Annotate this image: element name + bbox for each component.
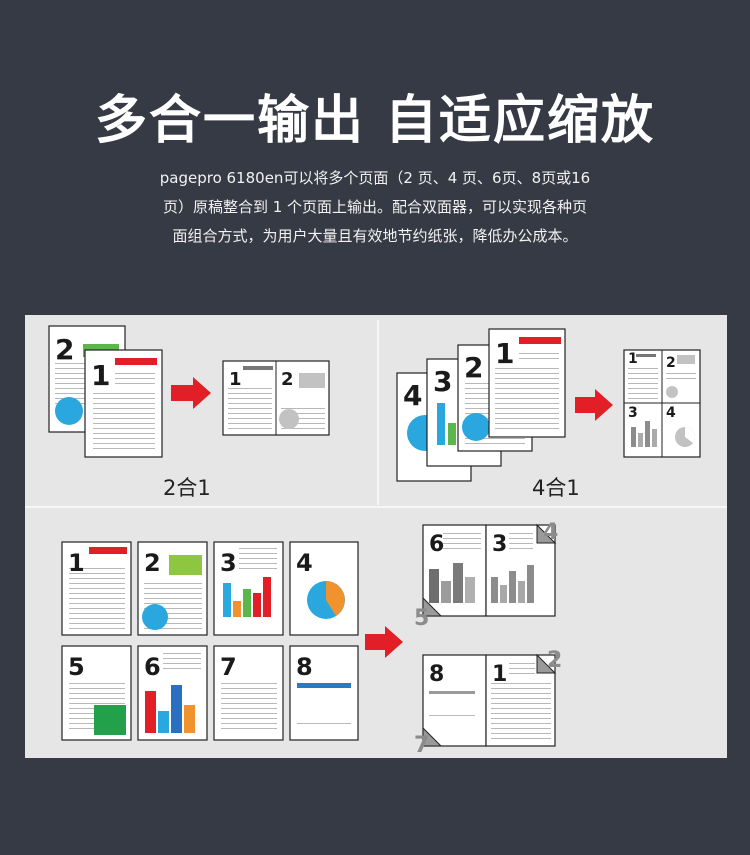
two-in-one-label: 2合1 <box>163 476 211 500</box>
combined-sheet-two-up: 1 2 <box>222 360 330 436</box>
source-page-1-four: 1 <box>488 328 566 438</box>
eight-source-page-4: 4 <box>289 541 359 636</box>
eight-source-page-7: 7 <box>213 645 284 741</box>
svg-text:6: 6 <box>144 653 161 681</box>
eight-source-page-2: 2 <box>137 541 208 636</box>
svg-text:3: 3 <box>433 365 452 398</box>
svg-text:5: 5 <box>68 653 85 681</box>
four-in-one-diagram: 4 3 2 1 <box>396 328 701 500</box>
arrow-icon <box>171 377 211 409</box>
arrow-icon <box>365 626 403 658</box>
svg-text:4: 4 <box>666 405 676 421</box>
svg-text:2: 2 <box>464 351 483 384</box>
svg-text:2: 2 <box>547 648 562 673</box>
duplex-sheet-back: 8 1 2 7 <box>414 648 562 758</box>
svg-text:2: 2 <box>281 369 294 390</box>
eight-source-page-6: 6 <box>137 645 208 741</box>
arrow-icon <box>575 389 613 421</box>
svg-text:4: 4 <box>296 549 313 577</box>
svg-text:8: 8 <box>429 662 444 687</box>
svg-text:4: 4 <box>403 379 422 412</box>
description: pagepro 6180en可以将多个页面（2 页、4 页、6页、8页或16 页… <box>95 164 655 251</box>
svg-text:1: 1 <box>628 351 638 367</box>
svg-text:3: 3 <box>220 549 237 577</box>
multi-page-illustration: 2 1 1 2 2合1 4 <box>25 320 727 758</box>
svg-text:7: 7 <box>414 733 429 758</box>
svg-text:7: 7 <box>220 653 237 681</box>
duplex-sheet-front: 6 3 4 5 <box>414 520 558 631</box>
svg-text:8: 8 <box>296 653 313 681</box>
four-in-one-label: 4合1 <box>532 476 580 500</box>
page-title: 多合一输出 自适应缩放 <box>94 91 656 151</box>
svg-text:2: 2 <box>144 549 161 577</box>
svg-text:1: 1 <box>229 369 242 390</box>
svg-text:3: 3 <box>492 532 507 557</box>
source-page-1: 1 <box>84 349 163 458</box>
eight-page-duplex-diagram: 1 2 3 4 5 <box>61 520 562 758</box>
eight-source-page-8: 8 <box>289 645 359 741</box>
description-line-2: 页）原稿整合到 1 个页面上输出。配合双面器，可以实现各种页 <box>162 198 588 216</box>
svg-text:2: 2 <box>666 355 676 371</box>
svg-text:3: 3 <box>628 405 638 421</box>
eight-source-page-1: 1 <box>61 541 132 636</box>
svg-text:6: 6 <box>429 532 444 557</box>
svg-text:5: 5 <box>414 606 429 631</box>
svg-text:1: 1 <box>68 549 85 577</box>
svg-text:1: 1 <box>91 359 110 392</box>
description-line-1: pagepro 6180en可以将多个页面（2 页、4 页、6页、8页或16 <box>159 169 591 187</box>
combined-sheet-four-up: 1 2 3 4 <box>623 349 701 458</box>
svg-text:1: 1 <box>495 337 514 370</box>
illustration-panel: 2 1 1 2 2合1 4 <box>25 315 727 758</box>
two-in-one-diagram: 2 1 1 2 2合1 <box>48 325 330 500</box>
svg-text:2: 2 <box>55 333 74 366</box>
svg-text:1: 1 <box>492 662 507 687</box>
eight-source-page-5: 5 <box>61 645 132 741</box>
description-line-3: 面组合方式，为用户大量且有效地节约纸张，降低办公成本。 <box>172 227 578 245</box>
eight-source-page-3: 3 <box>213 541 284 636</box>
svg-text:4: 4 <box>543 520 558 545</box>
